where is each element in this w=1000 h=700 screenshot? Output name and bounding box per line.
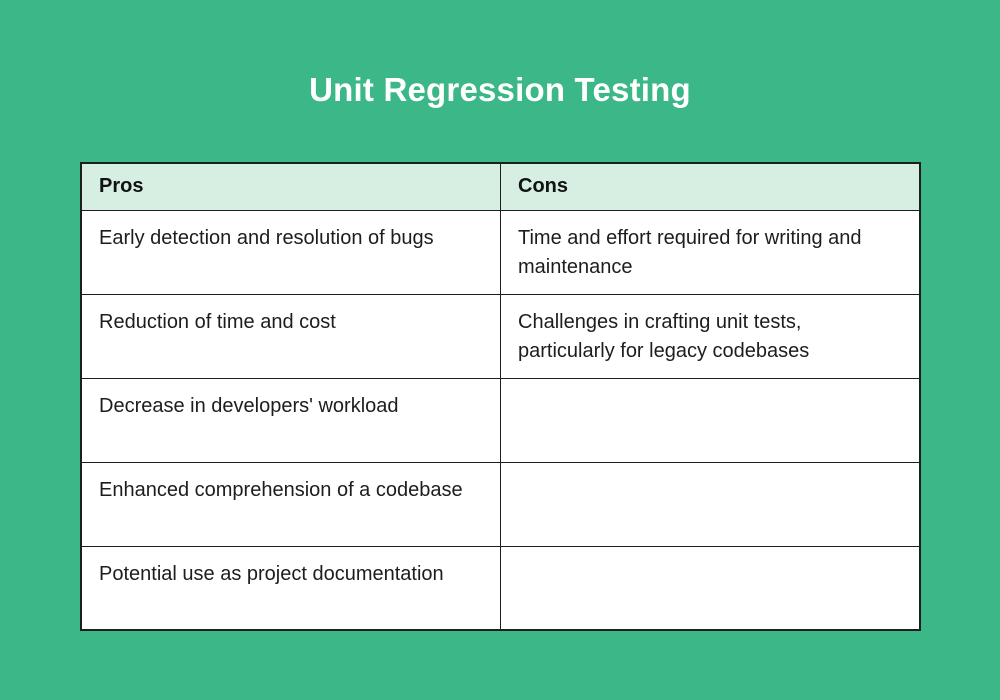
- cons-cell: [500, 545, 921, 631]
- column-header-pros: Pros: [80, 162, 501, 211]
- pros-cell: Reduction of time and cost: [80, 293, 501, 379]
- table-row: Reduction of time and cost Challenges in…: [80, 293, 921, 379]
- cons-cell: [500, 461, 921, 547]
- pros-cell: Enhanced comprehension of a codebase: [80, 461, 501, 547]
- column-header-cons: Cons: [500, 162, 921, 211]
- page-title: Unit Regression Testing: [309, 71, 691, 108]
- table-header-row: Pros Cons: [80, 162, 921, 211]
- pros-cons-table: Pros Cons Early detection and resolution…: [80, 162, 921, 631]
- table-row: Decrease in developers' workload: [80, 377, 921, 463]
- table-row: Early detection and resolution of bugs T…: [80, 209, 921, 295]
- pros-cell: Decrease in developers' workload: [80, 377, 501, 463]
- cons-cell: Challenges in crafting unit tests, parti…: [500, 293, 921, 379]
- pros-cell: Potential use as project documentation: [80, 545, 501, 631]
- table-row: Enhanced comprehension of a codebase: [80, 461, 921, 547]
- pros-cell: Early detection and resolution of bugs: [80, 209, 501, 295]
- table-row: Potential use as project documentation: [80, 545, 921, 631]
- cons-cell: [500, 377, 921, 463]
- cons-cell: Time and effort required for writing and…: [500, 209, 921, 295]
